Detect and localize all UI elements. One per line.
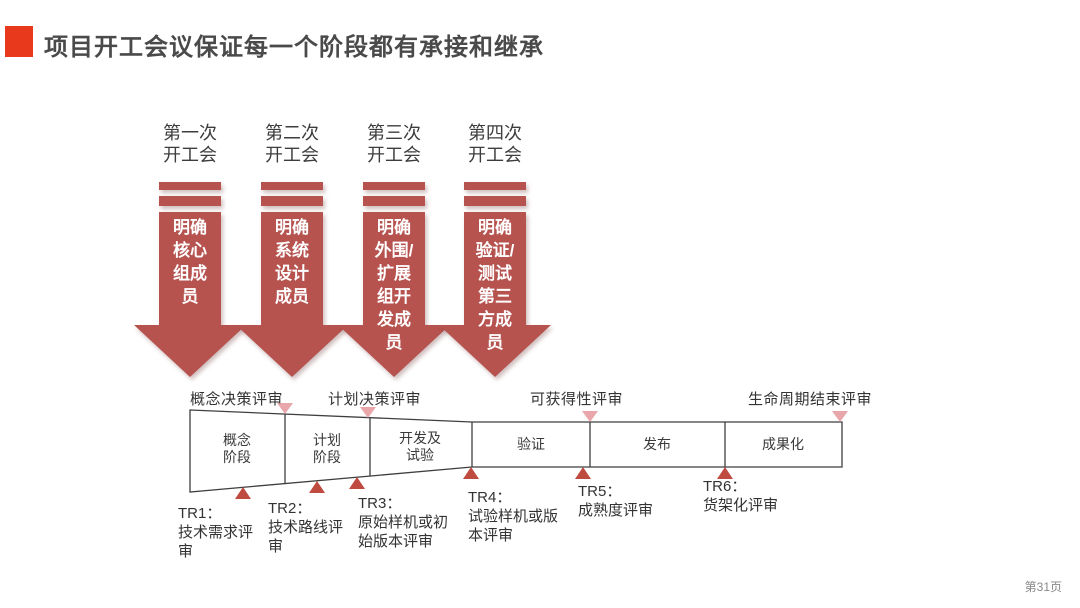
tr-marker-5-icon xyxy=(575,467,591,479)
decision-review-label-3: 可获得性评审 xyxy=(530,391,624,408)
kickoff-arrow-4-header: 第四次 开工会 xyxy=(468,123,522,165)
page-number: 第31页 xyxy=(1024,580,1062,594)
kickoff-arrow-2-body-text: 明确 系统 设计 成员 xyxy=(275,218,309,306)
decision-review-label-1: 概念决策评审 xyxy=(190,391,284,408)
kickoff-arrow-3: 第三次 开工会 明确 外围/ 扩展 组开 发成 员 xyxy=(338,118,450,388)
tr-review-label-3: TR3： 原始样机或初 始版本评审 xyxy=(358,495,449,550)
phase-label-release: 发布 xyxy=(643,436,671,452)
phase-label-verify: 验证 xyxy=(517,436,545,452)
kickoff-arrow-2: 第二次 开工会 明确 系统 设计 成员 xyxy=(236,118,348,388)
slide-title: 项目开工会议保证每一个阶段都有承接和继承 xyxy=(44,34,544,61)
kickoff-arrow-1-header: 第一次 开工会 xyxy=(163,123,217,165)
kickoff-arrow-3-body-text: 明确 外围/ 扩展 组开 发成 员 xyxy=(374,218,414,352)
decision-marker-3-icon xyxy=(582,411,598,422)
tr-review-label-5: TR5： 成熟度评审 xyxy=(578,483,654,519)
decision-marker-4-icon xyxy=(832,411,848,422)
kickoff-arrow-1-body-text: 明确 核心 组成 员 xyxy=(173,218,207,306)
kickoff-arrow-1: 第一次 开工会 明确 核心 组成 员 xyxy=(134,118,246,388)
phase-label-develop-test: 开发及 试验 xyxy=(399,430,441,463)
tr-marker-6-icon xyxy=(717,467,733,479)
tr-review-label-1: TR1： 技术需求评 审 xyxy=(178,505,254,560)
tr-marker-2-icon xyxy=(309,481,325,493)
decision-marker-1-icon xyxy=(277,403,293,414)
phase-label-productize: 成果化 xyxy=(762,436,804,452)
tr-marker-4-icon xyxy=(463,467,479,479)
phase-label-plan: 计划 阶段 xyxy=(313,432,341,465)
kickoff-arrow-2-header: 第二次 开工会 xyxy=(265,123,319,165)
tr-review-label-4: TR4： 试验样机或版 本评审 xyxy=(468,489,559,544)
phase-label-concept: 概念 阶段 xyxy=(223,432,251,465)
down-arrow-shape-icon xyxy=(439,118,551,388)
tr-marker-1-icon xyxy=(235,487,251,499)
down-arrow-shape-icon xyxy=(134,118,246,388)
title-accent-square xyxy=(5,26,33,57)
decision-marker-2-icon xyxy=(360,407,376,418)
kickoff-arrow-4-body-text: 明确 验证/ 测试 第三 方成 员 xyxy=(475,218,515,352)
decision-review-label-4: 生命周期结束评审 xyxy=(748,391,873,408)
down-arrow-shape-icon xyxy=(236,118,348,388)
kickoff-arrow-3-header: 第三次 开工会 xyxy=(367,123,421,165)
tr-review-label-6: TR6： 货架化评审 xyxy=(703,478,779,514)
decision-review-label-2: 计划决策评审 xyxy=(328,391,422,408)
kickoff-arrow-4: 第四次 开工会 明确 验证/ 测试 第三 方成 员 xyxy=(439,118,551,388)
tr-marker-3-icon xyxy=(349,477,365,489)
tr-review-label-2: TR2： 技术路线评 审 xyxy=(268,500,344,555)
down-arrow-shape-icon xyxy=(338,118,450,388)
